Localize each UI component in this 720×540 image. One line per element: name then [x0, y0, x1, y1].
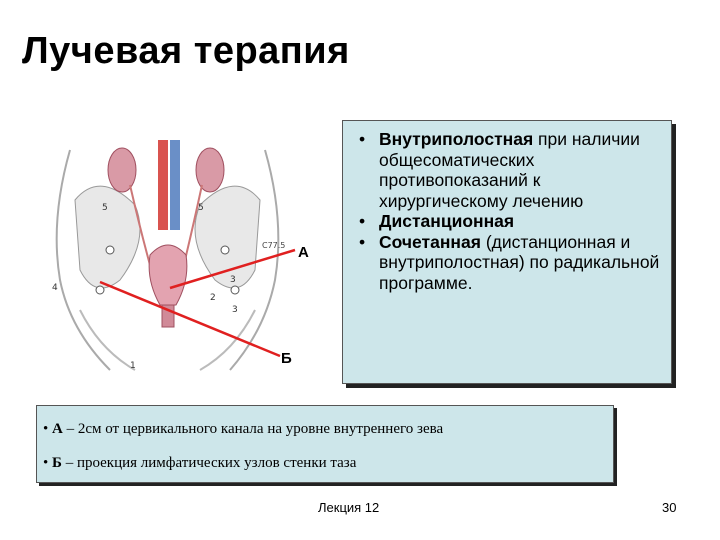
lymph-node — [220, 245, 230, 255]
anatomy-number: 1 — [130, 361, 136, 371]
pointer-line-a — [169, 248, 296, 290]
method-name: Внутриполостная — [379, 129, 534, 149]
footer-lecture: Лекция 12 — [318, 500, 380, 515]
method-item-external: Дистанционная — [353, 211, 665, 232]
point-label: А — [52, 421, 63, 437]
methods-list: Внутриполостная при наличии общесоматиче… — [343, 121, 671, 293]
kidney-right — [195, 147, 225, 193]
anatomy-number: 4 — [52, 283, 58, 293]
label-b: Б — [281, 350, 292, 367]
point-description: – проекция лимфатических узлов стенки та… — [61, 455, 357, 471]
vena-cava — [170, 140, 180, 230]
anatomy-number: 3 — [232, 305, 238, 315]
slide-title: Лучевая терапия — [22, 30, 350, 72]
bullet: • — [43, 455, 53, 471]
method-item-intracavitary: Внутриполостная при наличии общесоматиче… — [353, 129, 665, 211]
body-outline-left — [55, 149, 111, 371]
pointer-line-b — [99, 280, 281, 358]
point-label: Б — [52, 455, 62, 471]
method-description: при наличии общесоматических противопока… — [379, 129, 640, 211]
point-description: – 2см от цервикального канала на уровне … — [62, 421, 444, 437]
method-item-combined: Сочетанная (дистанционная и внутриполост… — [353, 232, 665, 294]
point-b-item: • Б – проекция лимфатических узлов стенк… — [43, 454, 607, 472]
anatomy-code: C77.5 — [262, 241, 285, 250]
lymph-node — [230, 285, 240, 295]
method-name: Сочетанная — [379, 231, 481, 252]
points-list: • А – 2см от цервикального канала на уро… — [37, 406, 613, 472]
bullet: • — [43, 421, 53, 437]
uterus — [148, 244, 188, 306]
anatomy-number: 2 — [210, 293, 216, 303]
leg-left — [79, 309, 136, 371]
points-box: • А – 2см от цервикального канала на уро… — [36, 405, 614, 483]
lymph-node — [95, 285, 105, 295]
anatomy-number: 5 — [102, 203, 108, 213]
anatomy-number: 3 — [230, 275, 236, 285]
methods-box: Внутриполостная при наличии общесоматиче… — [342, 120, 672, 384]
pelvic-bone-right — [194, 185, 261, 289]
point-a-item: • А – 2см от цервикального канала на уро… — [43, 420, 607, 438]
method-description: (дистанционная и внутриполостная) по рад… — [379, 231, 660, 293]
pelvic-bone-left — [74, 185, 141, 289]
footer-page-number: 30 — [662, 500, 677, 515]
method-name: Дистанционная — [379, 211, 515, 231]
kidney-left — [107, 147, 137, 193]
anatomy-number: 5 — [198, 203, 204, 213]
pelvic-anatomy-illustration: 5 5 4 3 2 1 3 C77.5 — [52, 140, 296, 371]
aorta — [158, 140, 168, 230]
leg-right — [199, 309, 256, 371]
label-a: А — [298, 244, 309, 261]
lymph-node — [105, 245, 115, 255]
